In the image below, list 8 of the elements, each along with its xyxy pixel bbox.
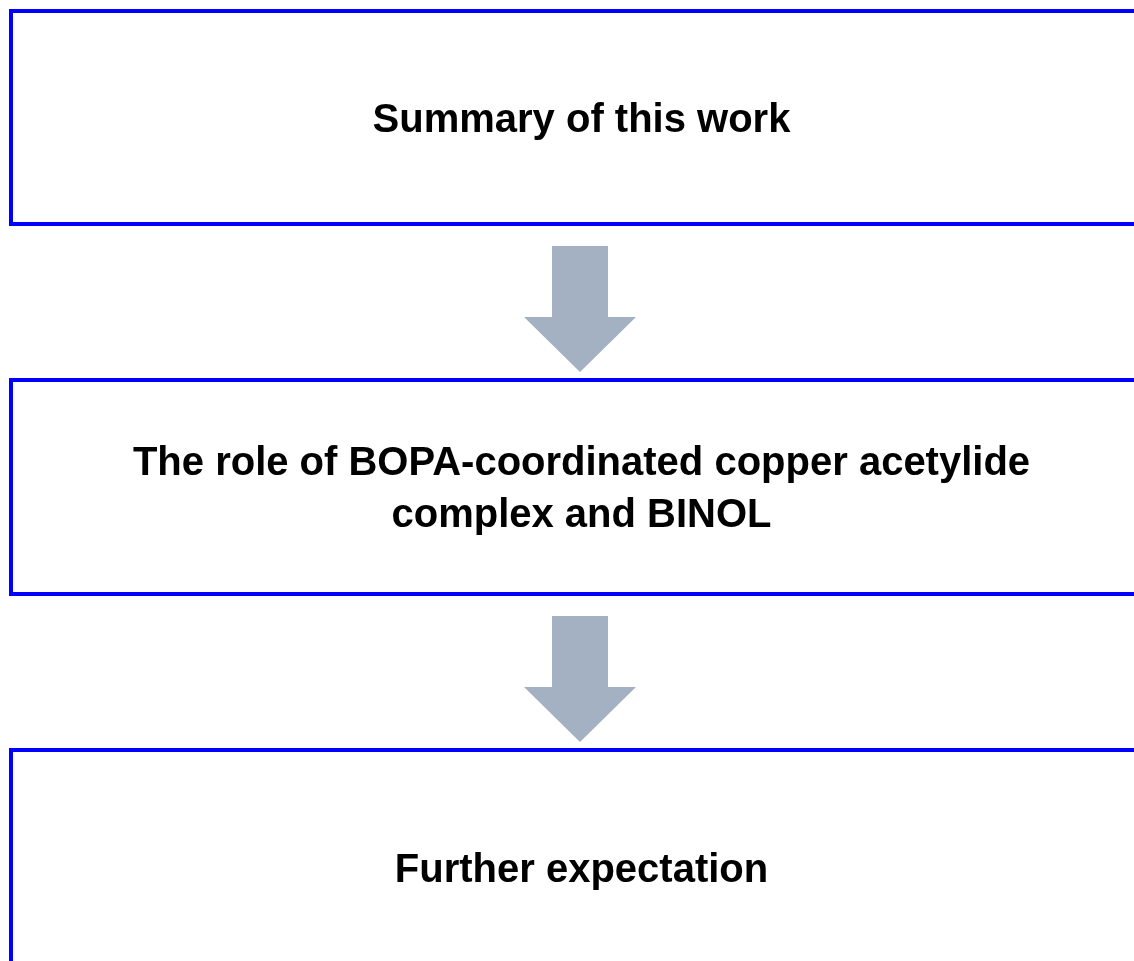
block-arrow — [524, 246, 636, 372]
box-title: Further expectation — [394, 845, 769, 892]
process-box — [9, 748, 1134, 961]
block-arrow — [524, 616, 636, 742]
box-title: The role of BOPA-coordinated copper acetylide complex and BINOL — [131, 438, 1032, 537]
process-box — [9, 378, 1134, 596]
box-title: Summary of this work — [372, 94, 791, 142]
process-box — [9, 9, 1134, 226]
